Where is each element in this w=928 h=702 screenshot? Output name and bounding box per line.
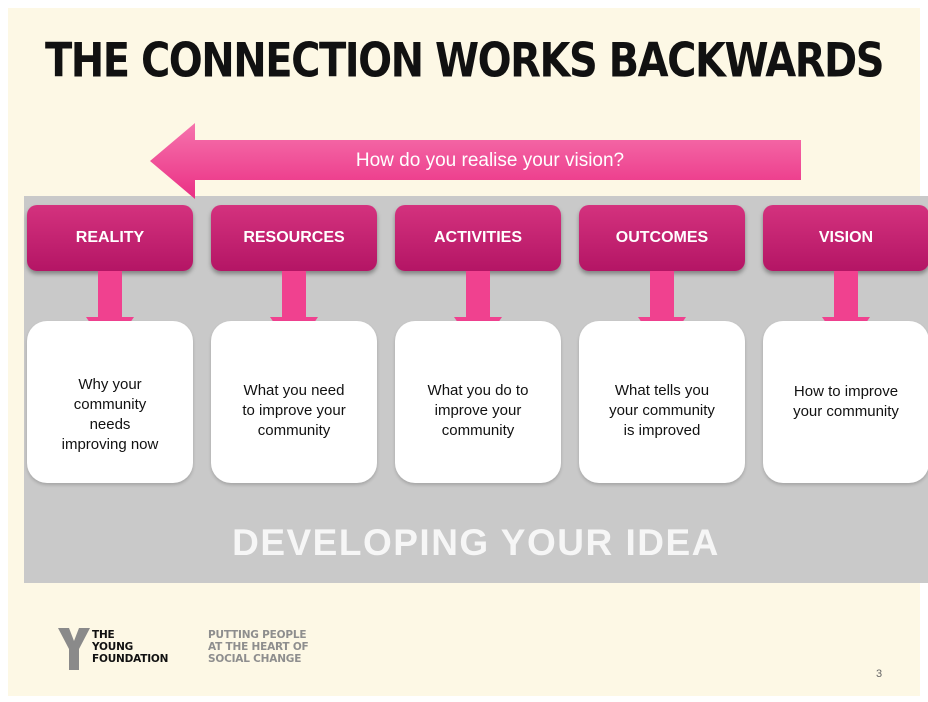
card-vision-text: How to improve your community — [793, 383, 899, 420]
page-number: 3 — [876, 668, 883, 680]
young-foundation-logo-icon — [58, 628, 90, 670]
section-label: DEVELOPING YOUR IDEA — [232, 522, 720, 563]
stage-vision: VISION — [763, 205, 928, 271]
stage-reality: REALITY — [27, 205, 193, 271]
card-activities-text: What you do to improve your community — [427, 382, 529, 439]
card-resources-text: What you need to improve your community — [242, 382, 346, 439]
card-vision: How to improve your community — [763, 321, 928, 483]
stage-activities: ACTIVITIES — [395, 205, 561, 271]
card-reality-text: Why your community needs improving now — [61, 376, 159, 453]
stage-resources: RESOURCES — [211, 205, 377, 271]
tagline: PUTTING PEOPLE AT THE HEART OF SOCIAL CH… — [208, 629, 309, 665]
logo-wordmark: THE YOUNG FOUNDATION — [92, 629, 169, 665]
card-outcomes: What tells you your community is improve… — [579, 321, 745, 483]
card-activities: What you do to improve your community — [395, 321, 561, 483]
stage-outcomes: OUTCOMES — [579, 205, 745, 271]
slide-title: THE CONNECTION WORKS BACKWARDS — [44, 34, 885, 89]
card-outcomes-text: What tells you your community is improve… — [609, 382, 715, 439]
backwards-arrow — [150, 123, 801, 199]
card-reality: Why your community needs improving now — [27, 321, 193, 483]
arrow-question: How do you realise your vision? — [355, 150, 625, 171]
card-resources: What you need to improve your community — [211, 321, 377, 483]
